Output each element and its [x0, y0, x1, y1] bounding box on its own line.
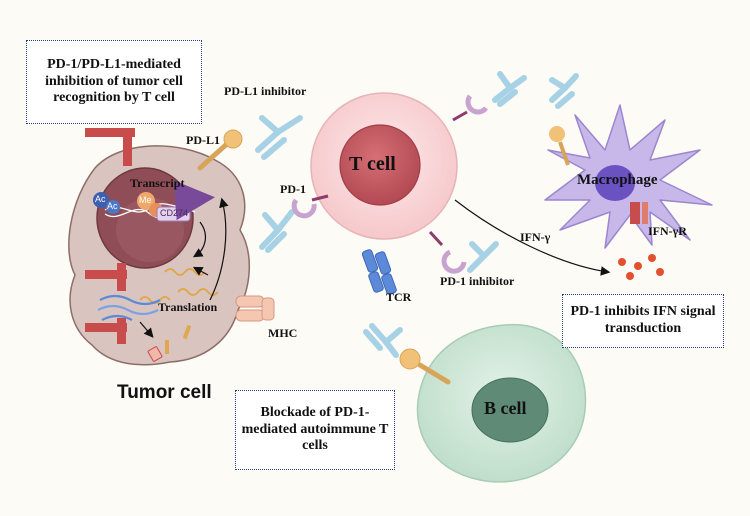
pdl1-inhibitor-antibody: [255, 115, 303, 160]
methyl-label: Me: [139, 195, 152, 205]
ifn-gamma-arrow: [454, 199, 611, 276]
tumor-cell: [68, 145, 250, 366]
translation-label: Translation: [158, 300, 218, 314]
pd1-inhibitor-antibody: [467, 241, 499, 273]
ifn-gamma-receptor: [630, 202, 640, 224]
acetyl-label-1: Ac: [95, 194, 106, 204]
pd1-receptors: [291, 94, 488, 274]
pdl1-receptor: [197, 129, 243, 171]
ifn-gamma-r-label: IFN-γR: [648, 224, 687, 238]
b-cell-nucleus: [471, 377, 549, 443]
acetyl-mark-2: [106, 200, 120, 214]
macrophage: [544, 104, 713, 249]
inhibition-box: PD-1/PD-L1-mediated inhibition of tumor …: [26, 40, 202, 124]
t-cell: [310, 92, 458, 240]
mhc-label: MHC: [268, 326, 298, 340]
pdl1-label: PD-L1: [186, 133, 220, 147]
antibody-macrophage: [549, 73, 579, 109]
pd1-inhibitor-label: PD-1 inhibitor: [440, 274, 515, 288]
blockade-box: Blockade of PD-1-mediated autoimmune T c…: [235, 390, 395, 470]
macrophage-label: Macrophage: [577, 172, 658, 188]
t-cell-label: T cell: [349, 153, 396, 175]
acetyl-mark-1: [93, 192, 109, 208]
ifn-gamma-label: IFN-γ: [520, 230, 551, 244]
b-cell: [399, 323, 587, 483]
ifn-molecules: [618, 254, 664, 280]
pd1-label: PD-1: [280, 182, 306, 196]
t-cell-nucleus: [339, 124, 421, 206]
b-cell-label: B cell: [484, 398, 527, 418]
cd274-label: CD274: [160, 208, 189, 218]
inhibitor-symbols: [85, 128, 135, 344]
tcr-label: TCR: [386, 290, 412, 304]
transcript-label: Transcript: [130, 176, 185, 190]
antibody-left: [259, 209, 295, 253]
mhc-molecule: [235, 295, 275, 322]
ifn-box: PD-1 inhibits IFN signal transduction: [562, 294, 724, 348]
acetyl-label-2: Ac: [107, 201, 118, 211]
tumor-cell-label: Tumor cell: [117, 382, 212, 403]
protein-product: [147, 346, 163, 362]
tcr-receptor: [361, 249, 397, 295]
antibody-top: [492, 71, 527, 107]
antibody-b-cell: [363, 323, 403, 358]
methyl-mark: [137, 192, 155, 210]
pdl1-inhibitor-label: PD-L1 inhibitor: [224, 84, 307, 98]
